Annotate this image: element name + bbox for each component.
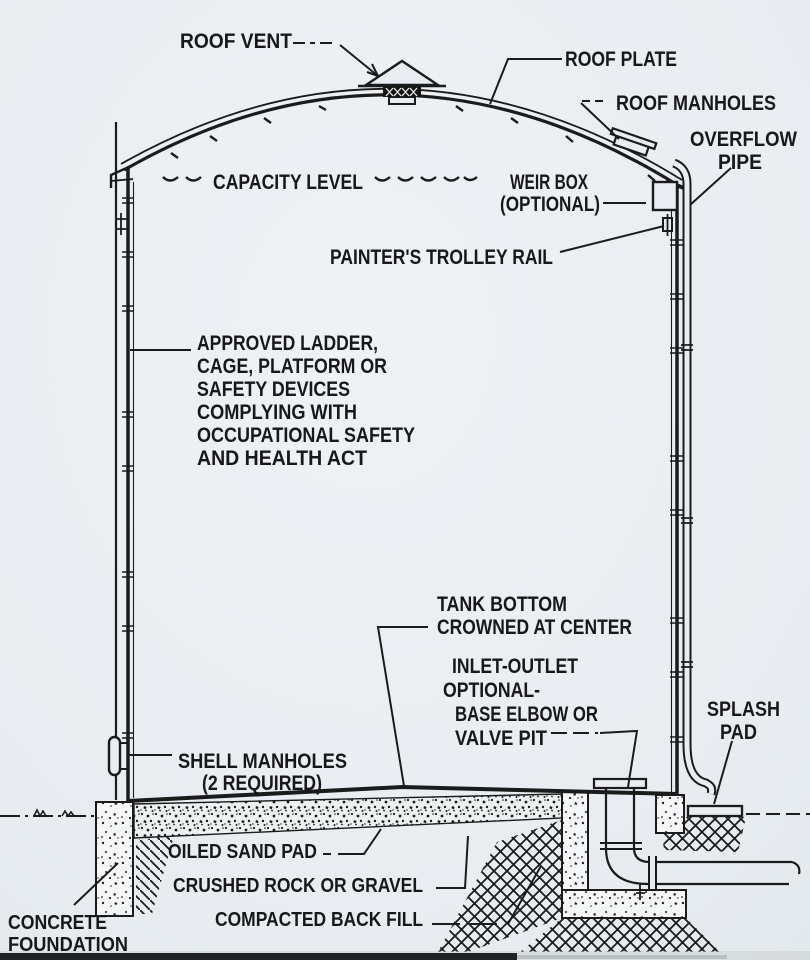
shell-manhole-nubs — [120, 742, 127, 770]
right-foundation-block — [655, 794, 685, 834]
label-roof-manholes: ROOF MANHOLES — [616, 92, 776, 115]
compacted-backfill-hatch-bottom — [520, 918, 720, 952]
overflow-pipe-joints — [681, 344, 693, 668]
left-eave — [109, 164, 132, 188]
concrete-ringwall — [95, 801, 134, 917]
capacity-level-marks — [162, 176, 478, 182]
label-inlet-outlet-2: OPTIONAL- — [443, 679, 540, 702]
label-compacted-back-fill: COMPACTED BACK FILL — [215, 909, 423, 931]
label-ladder-4: COMPLYING WITH — [197, 401, 357, 424]
weir-box — [651, 180, 679, 212]
label-shell-manholes-2: (2 REQUIRED) — [202, 772, 322, 795]
inlet-top-flange — [592, 777, 648, 790]
leader-splash-pad — [713, 740, 733, 805]
label-ladder-3: SAFETY DEVICES — [197, 378, 350, 401]
overflow-pipe-bore — [672, 160, 715, 795]
label-concrete-1: CONCRETE — [8, 912, 107, 934]
leader-tank-bottom — [376, 626, 428, 787]
label-ladder-1: APPROVED LADDER, — [197, 332, 378, 355]
outlet-horizontal-pipe — [656, 860, 792, 886]
leader-concrete-foundation — [73, 862, 119, 906]
outlet-pipe-end — [791, 860, 801, 875]
label-inlet-outlet-3: BASE ELBOW OR — [455, 703, 598, 726]
roof-vent-screen — [383, 86, 421, 97]
base-elbow — [604, 847, 651, 886]
valve-pit-wall — [561, 791, 589, 893]
caption-strip-fade — [517, 955, 727, 959]
label-splash-2: PAD — [720, 721, 757, 744]
roof-vent — [358, 59, 446, 105]
left-eave-tick — [110, 178, 134, 182]
right-wall-plate-seams — [670, 239, 684, 743]
tank-shell — [122, 168, 684, 801]
labels: ROOF VENT ROOF PLATE ROOF MANHOLES OVERF… — [8, 30, 797, 956]
overflow-pipe — [672, 158, 717, 796]
compacted-backfill-hatch-left — [438, 820, 562, 952]
grass-tufts — [33, 808, 75, 818]
label-tank-bottom-1: TANK BOTTOM — [437, 593, 567, 616]
caption-bar — [0, 951, 810, 960]
leader-crushed-rock — [436, 835, 469, 889]
leader-overflow-pipe — [689, 167, 732, 206]
caption-strip-dark — [0, 953, 517, 960]
label-weir-box: WEIR BOX — [510, 171, 588, 194]
shell-manhole — [107, 735, 127, 777]
label-roof-vent: ROOF VENT — [180, 30, 292, 53]
leader-painters-trolley-rail — [559, 225, 665, 253]
label-roof-plate: ROOF PLATE — [565, 48, 677, 71]
inlet-vertical-pipe — [604, 788, 636, 848]
label-capacity-level: CAPACITY LEVEL — [213, 171, 363, 194]
trolley-rail-anchor — [662, 214, 673, 236]
crushed-rock-hatch — [136, 836, 174, 914]
label-ladder-2: CAGE, PLATFORM OR — [197, 355, 387, 378]
roof-lap-ticks — [170, 104, 656, 182]
leader-compacted — [507, 865, 542, 925]
leader-roof-plate — [489, 58, 562, 105]
label-splash-1: SPLASH — [707, 698, 780, 721]
valve-pit-slab — [561, 889, 687, 919]
label-weir-box-optional: (OPTIONAL) — [500, 193, 600, 216]
ladder — [114, 122, 129, 800]
roof-vent-screen-mesh — [385, 87, 418, 97]
label-inlet-outlet-4: VALVE PIT — [455, 727, 547, 750]
ladder-bracket — [116, 213, 129, 235]
label-ladder-5: OCCUPATIONAL SAFETY — [197, 424, 415, 447]
label-overflow: OVERFLOW — [690, 128, 797, 151]
label-inlet-outlet-1: INLET-OUTLET — [452, 655, 578, 678]
label-crushed-rock: CRUSHED ROCK OR GRAVEL — [173, 875, 423, 897]
label-shell-manholes-1: SHELL MANHOLES — [178, 750, 347, 773]
shell-manhole-cover — [107, 735, 122, 777]
tank-bottom-plate — [127, 784, 678, 803]
leader-roof-manholes — [580, 102, 620, 140]
label-oiled-sand-pad: OILED SAND PAD — [168, 841, 317, 863]
label-ladder-6: AND HEALTH ACT — [197, 447, 367, 470]
leader-lines — [73, 42, 733, 925]
splash-pad-slab — [686, 804, 744, 818]
leader-valve-pit — [599, 729, 639, 788]
leader-roof-vent — [339, 44, 379, 77]
foundation-section — [0, 791, 810, 952]
label-tank-bottom-2: CROWNED AT CENTER — [437, 616, 632, 639]
label-overflow-pipe: PIPE — [718, 151, 762, 174]
label-concrete-2: FOUNDATION — [8, 934, 128, 956]
left-wall-plate-seams — [122, 197, 134, 739]
drain-stub — [636, 884, 645, 900]
inlet-outlet-pipe — [592, 777, 801, 900]
roof-vent-neck — [388, 96, 416, 105]
label-painters-trolley-rail: PAINTER'S TROLLEY RAIL — [330, 246, 553, 269]
leader-oiled-sand — [338, 828, 382, 855]
